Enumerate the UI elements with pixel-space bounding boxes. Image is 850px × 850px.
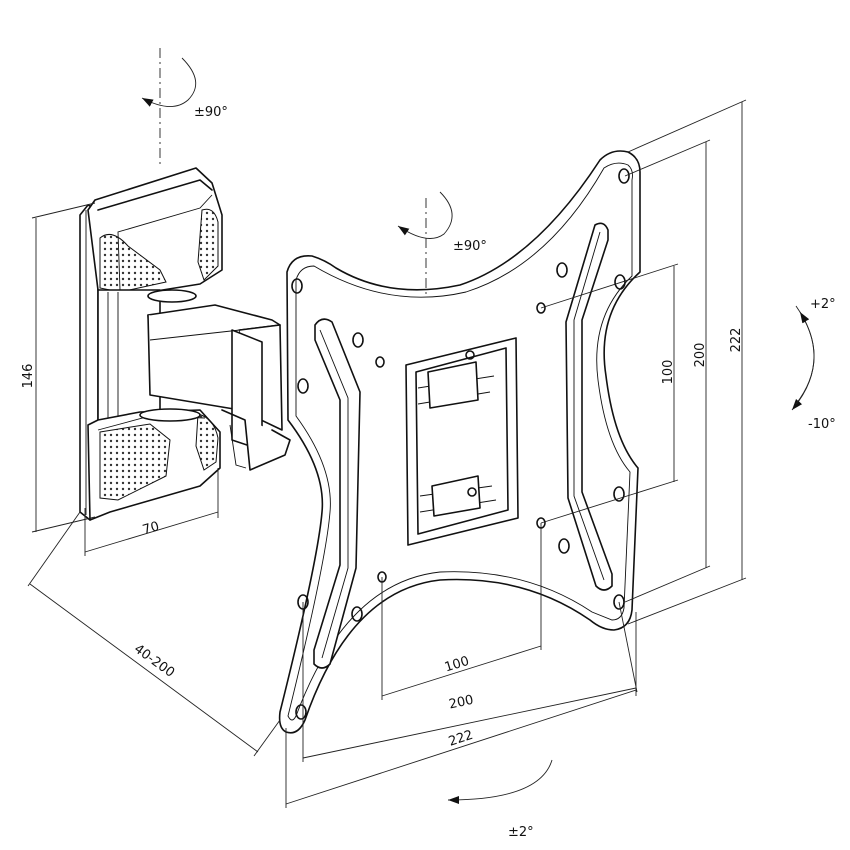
swing-arm xyxy=(147,304,291,471)
label-146: 146 xyxy=(21,364,36,389)
label-level-adjust: ±2° xyxy=(508,825,534,840)
label-arm-swivel: ±90° xyxy=(194,105,228,120)
rotation-labels: ±90° ±90° +2° -10° ±2° xyxy=(194,105,836,840)
label-plate-swivel: ±90° xyxy=(453,239,487,254)
label-222-bottom: 222 xyxy=(447,728,475,750)
label-100-bottom: 100 xyxy=(443,654,471,676)
rotation-arrows xyxy=(141,57,815,804)
tv-mounting-plate xyxy=(278,150,641,734)
label-200-bottom: 200 xyxy=(448,693,475,713)
label-100-vertical: 100 xyxy=(661,360,676,385)
label-222-vertical: 222 xyxy=(729,328,744,353)
label-tilt-down: -10° xyxy=(808,417,836,432)
label-tilt-up: +2° xyxy=(810,297,836,312)
label-70: 70 xyxy=(141,519,161,538)
wall-bracket xyxy=(79,167,223,521)
mounting-holes xyxy=(291,168,630,720)
dimension-lines xyxy=(27,99,747,808)
label-200-vertical: 200 xyxy=(693,343,708,368)
